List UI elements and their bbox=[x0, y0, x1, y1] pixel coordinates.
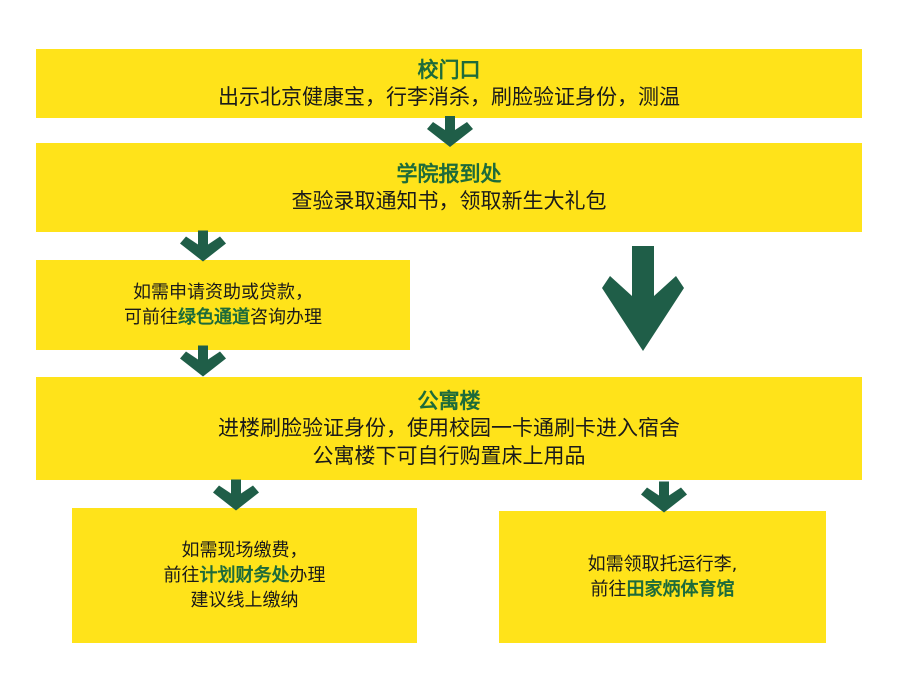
payment-text: 如需现场缴费， bbox=[181, 540, 308, 561]
step-title: 公寓楼 bbox=[417, 388, 481, 413]
payment-text-2: 前往计划财务处办理 bbox=[164, 563, 326, 588]
step-description: 进楼刷脸验证身份，使用校园一卡通刷卡进入宿舍 bbox=[218, 415, 680, 440]
text: 前往 bbox=[163, 565, 200, 586]
big-down-arrow-icon bbox=[602, 246, 684, 351]
step-title: 学院报到处 bbox=[396, 161, 502, 186]
step-campus-gate: 校门口 出示北京健康宝，行李消杀，刷脸验证身份，测温 bbox=[36, 49, 862, 118]
down-arrow-icon bbox=[427, 116, 473, 147]
gym-highlight: 田家炳体育馆 bbox=[626, 579, 735, 600]
text: 可前往 bbox=[124, 307, 178, 328]
payment-box: 如需现场缴费， 前往计划财务处办理 建议线上缴纳 bbox=[72, 508, 417, 643]
text: 前往 bbox=[590, 579, 627, 600]
luggage-text: 如需领取托运行李, bbox=[587, 554, 738, 575]
luggage-text-2: 前往田家炳体育馆 bbox=[591, 577, 735, 602]
step-description: 出示北京健康宝，行李消杀，刷脸验证身份，测温 bbox=[218, 84, 680, 109]
text: 咨询办理 bbox=[250, 307, 322, 328]
finance-office-highlight: 计划财务处 bbox=[199, 565, 290, 586]
aid-text: 如需申请资助或贷款， bbox=[133, 282, 313, 303]
payment-text-3: 建议线上缴纳 bbox=[190, 590, 299, 611]
step-description-2: 公寓楼下可自行购置床上用品 bbox=[312, 443, 586, 468]
luggage-box: 如需领取托运行李, 前往田家炳体育馆 bbox=[499, 511, 826, 643]
step-title: 校门口 bbox=[417, 57, 481, 82]
down-arrow-icon bbox=[213, 479, 259, 511]
step-college-registration: 学院报到处 查验录取通知书，领取新生大礼包 bbox=[36, 143, 862, 232]
step-description: 查验录取通知书，领取新生大礼包 bbox=[291, 188, 607, 213]
green-channel-highlight: 绿色通道 bbox=[178, 307, 250, 328]
step-dormitory: 公寓楼 进楼刷脸验证身份，使用校园一卡通刷卡进入宿舍 公寓楼下可自行购置床上用品 bbox=[36, 377, 862, 480]
aid-text-2: 可前往绿色通道咨询办理 bbox=[124, 305, 322, 330]
text: 办理 bbox=[289, 565, 326, 586]
down-arrow-icon bbox=[641, 481, 687, 513]
down-arrow-icon bbox=[180, 345, 226, 377]
down-arrow-icon bbox=[180, 230, 226, 262]
financial-aid-box: 如需申请资助或贷款， 可前往绿色通道咨询办理 bbox=[36, 260, 410, 350]
